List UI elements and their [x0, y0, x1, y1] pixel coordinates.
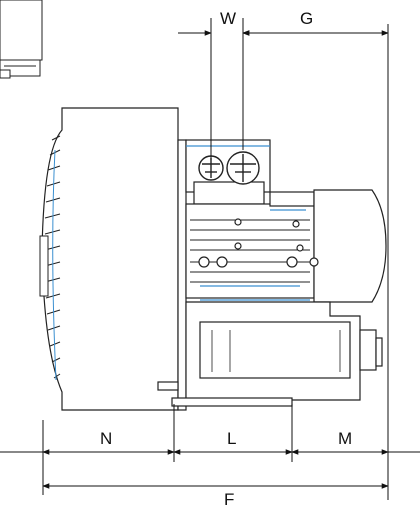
cable-gland-1 — [198, 155, 224, 181]
motor-bolts — [198, 218, 319, 268]
dimension-label-n: N — [100, 429, 113, 448]
cable-gland-2 — [226, 151, 260, 185]
central-plate — [177, 139, 187, 411]
housing-blue-accents — [52, 149, 57, 381]
dimension-label-w: W — [220, 9, 237, 28]
motor-body — [185, 189, 387, 303]
base-plate — [157, 381, 293, 407]
motor-fins — [190, 219, 310, 283]
dimension-label-f: F — [224, 490, 235, 509]
dimension-label-l: L — [227, 429, 237, 448]
dimension-label-g: G — [300, 9, 314, 28]
motor-lower-section — [185, 301, 383, 401]
motor-blue-lines — [200, 209, 310, 301]
housing-flange — [39, 235, 49, 297]
dimension-lines — [0, 18, 420, 500]
impeller-housing — [41, 107, 179, 411]
partial-view-top-left — [0, 0, 43, 79]
dimension-label-m: M — [338, 429, 353, 448]
lower-lines — [211, 330, 341, 372]
